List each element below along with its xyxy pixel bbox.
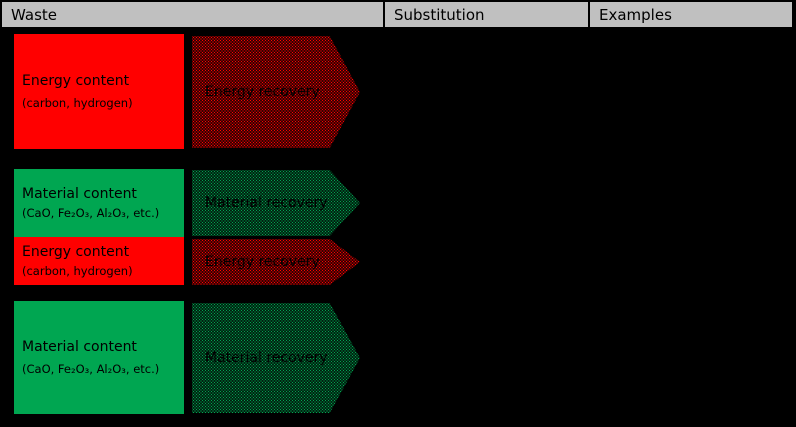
energy-recovery-arrow-2: Energy recovery xyxy=(192,239,360,285)
material-content-box-1: Material content (CaO, Fe₂O₃, Al₂O₃, etc… xyxy=(14,169,184,237)
material-content-subtitle: (CaO, Fe₂O₃, Al₂O₃, etc.) xyxy=(22,362,160,376)
material-content-title: Material content xyxy=(22,186,137,202)
material-content-subtitle: (CaO, Fe₂O₃, Al₂O₃, etc.) xyxy=(22,206,160,220)
header-label-examples: Examples xyxy=(599,5,672,24)
header-cell-substitution: Substitution xyxy=(383,0,590,29)
energy-content-box-2: Energy content (carbon, hydrogen) xyxy=(14,237,184,285)
material-recovery-arrow-1: Material recovery xyxy=(192,170,360,236)
table-header-row: Waste Substitution Examples xyxy=(0,0,796,29)
energy-content-title: Energy content xyxy=(22,73,130,89)
material-recovery-label: Material recovery xyxy=(205,350,328,366)
header-cell-examples: Examples xyxy=(588,0,794,29)
energy-content-box-1: Energy content (carbon, hydrogen) xyxy=(14,34,184,149)
energy-recovery-label: Energy recovery xyxy=(205,254,320,270)
energy-content-subtitle: (carbon, hydrogen) xyxy=(22,96,133,110)
material-recovery-arrow-2: Material recovery xyxy=(192,303,360,413)
header-cell-waste: Waste xyxy=(0,0,385,29)
material-content-box-2: Material content (CaO, Fe₂O₃, Al₂O₃, etc… xyxy=(14,301,184,414)
energy-recovery-label: Energy recovery xyxy=(205,84,320,100)
energy-content-title: Energy content xyxy=(22,244,130,260)
material-content-title: Material content xyxy=(22,339,137,355)
header-label-waste: Waste xyxy=(11,5,57,24)
energy-recovery-arrow-1: Energy recovery xyxy=(192,36,360,148)
material-recovery-label: Material recovery xyxy=(205,195,328,211)
header-label-substitution: Substitution xyxy=(394,5,485,24)
energy-content-subtitle: (carbon, hydrogen) xyxy=(22,264,133,278)
